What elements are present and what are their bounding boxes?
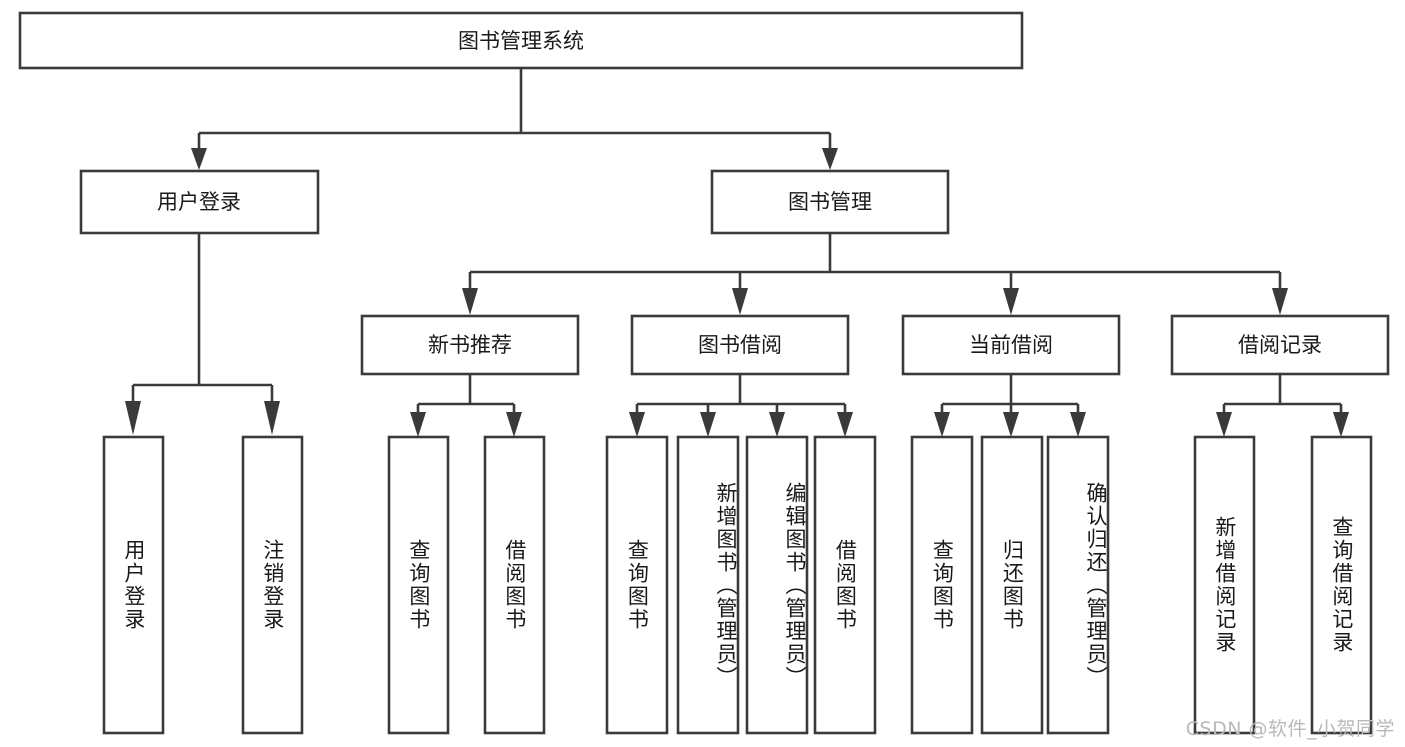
node-current-borrow-box <box>901 314 1121 376</box>
node-borrow-record-label: 借阅记录 <box>1238 333 1322 357</box>
node-root-label: 图书管理系统 <box>458 29 584 53</box>
arrow-head-icon <box>125 401 141 435</box>
node-root[interactable]: 图书管理系统 <box>18 11 1024 70</box>
node-current-borrow-label: 当前借阅 <box>969 333 1053 357</box>
node-new-book-recommend-box <box>360 314 580 376</box>
arrow-head-icon <box>1333 412 1349 437</box>
leaf-box-user-logout[interactable] <box>241 435 304 735</box>
leaf-box-record-query[interactable] <box>1310 435 1373 735</box>
leaf-box-current-confirm-return[interactable] <box>1046 435 1110 735</box>
arrow-head-icon <box>822 148 838 170</box>
arrow-head-icon <box>837 412 853 437</box>
leaf-box-borrow-borrow-book[interactable] <box>813 435 877 735</box>
arrow-head-icon <box>1216 412 1232 437</box>
leaf-box-borrow-edit-book[interactable] <box>745 435 809 735</box>
node-book-borrow[interactable]: 图书借阅 <box>630 314 850 376</box>
node-user-login-box <box>79 169 320 235</box>
arrow-head-icon <box>264 401 280 435</box>
arrow-head-icon <box>769 412 785 437</box>
arrow-head-icon <box>462 288 478 315</box>
arrow-head-icon <box>506 412 522 437</box>
leaf-box-record-add[interactable] <box>1193 435 1256 735</box>
arrow-head-icon <box>1272 288 1288 315</box>
connector-user-login-to-leaves <box>125 233 280 435</box>
leaf-box-current-query-book[interactable] <box>910 435 974 735</box>
leaf-box-user-login[interactable] <box>102 435 165 735</box>
leaf-box-borrow-query-book[interactable] <box>605 435 669 735</box>
arrow-head-icon <box>700 412 716 437</box>
node-user-login-label: 用户登录 <box>157 190 241 214</box>
connector-book-manage-to-level3 <box>462 233 1288 315</box>
arrow-head-icon <box>1003 412 1019 437</box>
arrow-head-icon <box>1070 412 1086 437</box>
node-borrow-record[interactable]: 借阅记录 <box>1170 314 1390 376</box>
arrow-head-icon <box>629 412 645 437</box>
leaf-box-current-return-book[interactable] <box>980 435 1044 735</box>
leaf-box-borrow-add-book[interactable] <box>676 435 740 735</box>
arrow-head-icon <box>732 288 748 315</box>
node-new-book-recommend[interactable]: 新书推荐 <box>360 314 580 376</box>
leaf-box-recommend-borrow-book[interactable] <box>483 435 546 735</box>
connector-borrow-record-to-leaves <box>1216 374 1349 437</box>
arrow-head-icon <box>191 148 207 170</box>
node-user-login[interactable]: 用户登录 <box>79 169 320 235</box>
connector-book-borrow-to-leaves <box>629 374 853 437</box>
node-book-manage-label: 图书管理 <box>788 190 872 214</box>
node-current-borrow[interactable]: 当前借阅 <box>901 314 1121 376</box>
connector-current-borrow-to-leaves <box>934 374 1086 437</box>
connector-root-to-level2 <box>191 68 838 170</box>
node-root-box <box>18 11 1024 70</box>
connector-new-book-recommend-to-leaves <box>410 374 522 437</box>
node-new-book-recommend-label: 新书推荐 <box>428 333 512 357</box>
arrow-head-icon <box>934 412 950 437</box>
leaf-box-recommend-query-book[interactable] <box>387 435 450 735</box>
node-book-manage[interactable]: 图书管理 <box>710 169 950 235</box>
node-book-borrow-label: 图书借阅 <box>698 333 782 357</box>
arrow-head-icon <box>1003 288 1019 315</box>
arrow-head-icon <box>410 412 426 437</box>
csdn-watermark: CSDN @软件_小贺同学 <box>1185 718 1395 740</box>
